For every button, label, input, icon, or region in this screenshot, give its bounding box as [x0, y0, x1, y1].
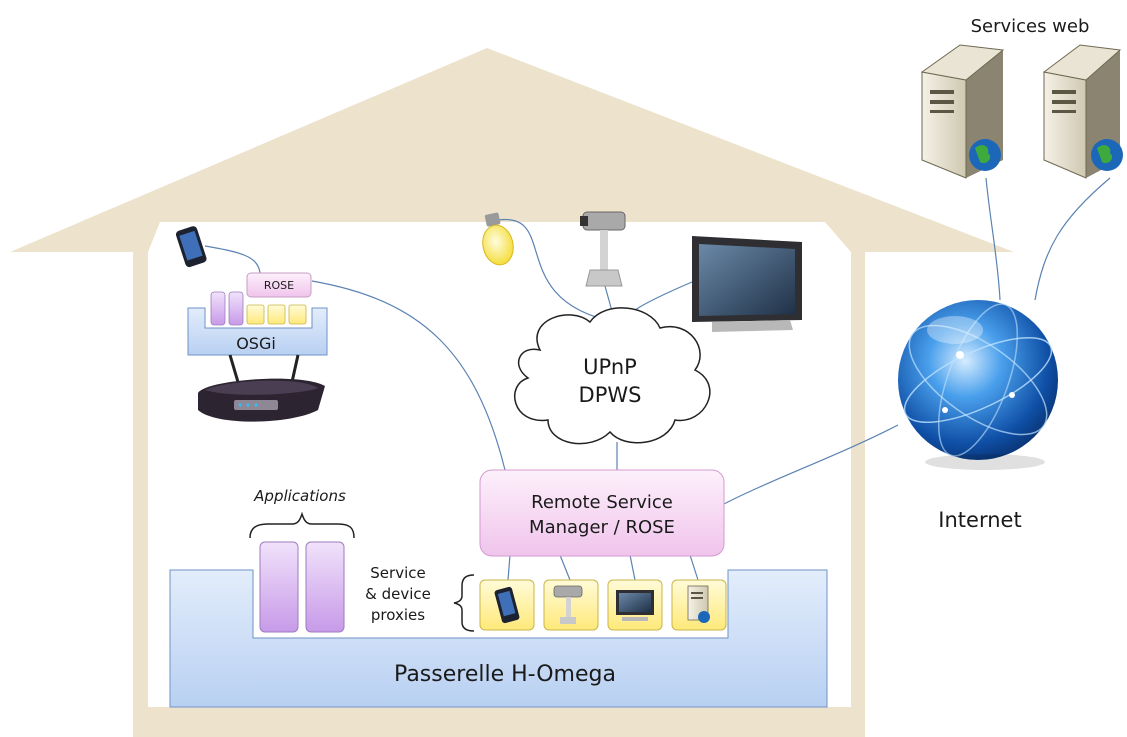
proxies-group: Service & device proxies: [365, 564, 727, 632]
flat-screen-tv-icon: [692, 236, 802, 332]
line-internet-rsm: [721, 424, 899, 506]
osgi-gateway: ROSE OSGi: [187, 272, 328, 356]
cloud-line1: UPnP: [583, 355, 637, 379]
gateway-label: Passerelle H-Omega: [394, 662, 616, 687]
line-server2-internet: [1034, 177, 1111, 301]
line-rose-rsm: [311, 280, 506, 471]
server-proxy-icon: [671, 579, 727, 631]
rose-small-label: ROSE: [264, 279, 294, 292]
upnp-dpws-cloud: UPnP DPWS: [514, 307, 711, 445]
router-icon: [198, 354, 325, 422]
rsm-box: [479, 469, 725, 557]
line-bulb-cloud: [497, 218, 616, 323]
rsm-line2: Manager / ROSE: [529, 517, 675, 538]
web-server-icon: [920, 44, 1005, 179]
phone-proxy-icon: [479, 579, 535, 631]
osgi-bundle: [210, 291, 226, 326]
light-bulb-icon: [482, 212, 514, 266]
applications-group: Applications: [249, 487, 355, 633]
camera-proxy-icon: [543, 579, 599, 631]
applications-label: Applications: [253, 487, 346, 505]
web-servers: Services web: [920, 16, 1123, 179]
services-web-label: Services web: [971, 16, 1090, 37]
line-phone-rose: [204, 245, 261, 274]
security-camera-icon: [580, 211, 626, 287]
osgi-bundle: [246, 304, 265, 325]
osgi-platform: [187, 307, 328, 356]
gateway-block: Passerelle H-Omega: [169, 569, 828, 708]
gateway-platform: [169, 569, 828, 708]
web-server-icon: [1042, 44, 1123, 179]
proxies-line3: proxies: [371, 606, 425, 624]
application-block: [259, 541, 299, 633]
remote-service-manager: Remote Service Manager / ROSE: [479, 469, 725, 557]
proxies-line2: & device: [365, 585, 431, 603]
smartphone-icon: [175, 226, 207, 268]
line-rsm-proxy2: [559, 554, 571, 581]
osgi-label: OSGi: [236, 334, 276, 353]
osgi-bundle: [288, 304, 307, 325]
internet-globe-icon: [898, 300, 1058, 470]
line-rsm-proxy1: [507, 554, 511, 581]
line-rsm-proxy3: [629, 554, 636, 581]
tv-proxy-icon: [607, 579, 663, 631]
application-block: [305, 541, 345, 633]
line-rsm-proxy4: [689, 554, 699, 581]
line-server1-internet: [985, 177, 1001, 301]
rose-small-box: [246, 272, 312, 298]
proxies-line1: Service: [370, 564, 425, 582]
house: [10, 48, 1014, 737]
osgi-bundle: [267, 304, 286, 325]
applications-brace: [249, 511, 355, 539]
internet-label: Internet: [938, 508, 1021, 532]
rsm-line1: Remote Service: [531, 492, 673, 513]
proxies-brace: [453, 574, 475, 632]
osgi-bundle: [228, 291, 244, 326]
cloud-line2: DPWS: [579, 383, 642, 407]
